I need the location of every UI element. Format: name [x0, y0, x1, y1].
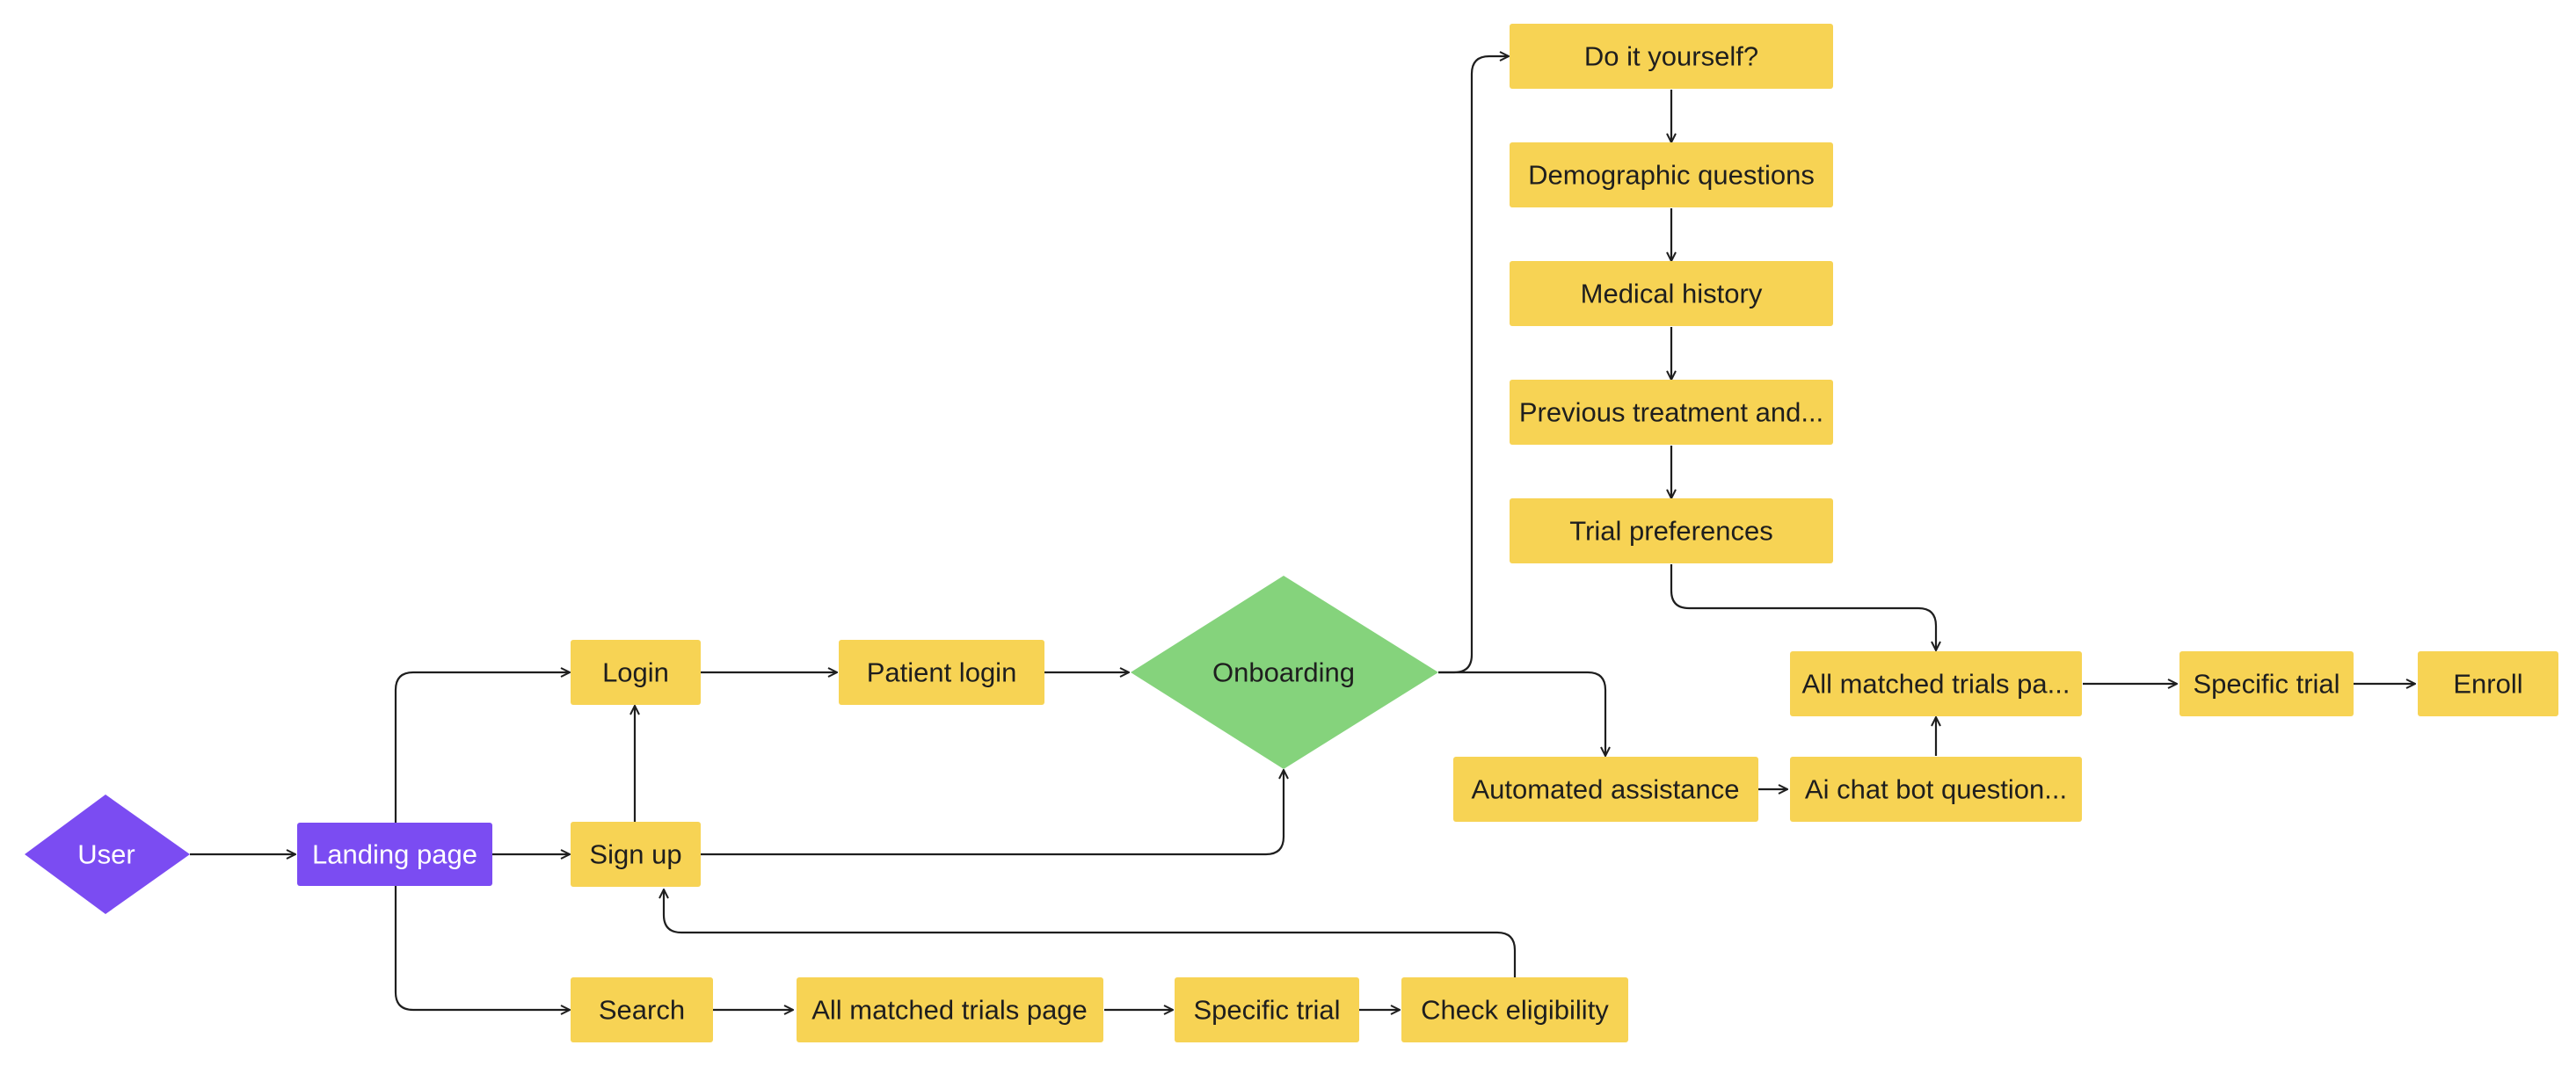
node-enroll[interactable]: Enroll	[2418, 651, 2558, 716]
node-check-eligibility[interactable]: Check eligibility	[1401, 977, 1628, 1042]
node-all-matched-trials-page-label: All matched trials page	[811, 995, 1088, 1026]
edge-landing-login	[394, 672, 570, 823]
node-search-label: Search	[599, 995, 685, 1026]
node-specific-trial-bottom-label: Specific trial	[1193, 995, 1340, 1026]
edge-trial-pref-all-matched	[1670, 564, 1936, 650]
node-medical-history-label: Medical history	[1581, 279, 1763, 309]
node-login-label: Login	[602, 657, 669, 688]
node-enroll-label: Enroll	[2453, 669, 2522, 700]
edge-landing-search	[394, 886, 570, 1010]
node-user[interactable]: User	[25, 795, 190, 914]
node-check-eligibility-label: Check eligibility	[1421, 995, 1609, 1026]
node-login[interactable]: Login	[571, 640, 701, 705]
node-do-it-yourself-label: Do it yourself?	[1584, 41, 1758, 72]
node-do-it-yourself[interactable]: Do it yourself?	[1510, 24, 1833, 89]
node-landing-page-label: Landing page	[312, 839, 477, 870]
node-specific-trial-right[interactable]: Specific trial	[2179, 651, 2354, 716]
node-patient-login[interactable]: Patient login	[839, 640, 1044, 705]
node-all-matched-trials-right-label: All matched trials pa...	[1802, 669, 2070, 700]
edge-check-eligibility-signup	[664, 889, 1517, 977]
node-previous-treatment-label: Previous treatment and...	[1519, 397, 1823, 428]
node-medical-history[interactable]: Medical history	[1510, 261, 1833, 326]
node-specific-trial-right-label: Specific trial	[2193, 669, 2340, 700]
node-user-label: User	[77, 839, 135, 870]
node-patient-login-label: Patient login	[867, 657, 1017, 688]
node-sign-up[interactable]: Sign up	[571, 822, 701, 887]
node-previous-treatment[interactable]: Previous treatment and...	[1510, 380, 1833, 445]
connectors	[190, 56, 2415, 1010]
node-automated-assistance-label: Automated assistance	[1471, 774, 1739, 805]
edge-onboarding-automated-assistance	[1438, 671, 1605, 756]
edge-onboarding-do-it-yourself	[1438, 56, 1509, 674]
node-demographic-questions-label: Demographic questions	[1528, 160, 1815, 191]
node-onboarding-label: Onboarding	[1212, 657, 1355, 688]
node-ai-chat-bot-label: Ai chat bot question...	[1805, 774, 2067, 805]
node-specific-trial-bottom[interactable]: Specific trial	[1175, 977, 1359, 1042]
node-trial-preferences[interactable]: Trial preferences	[1510, 498, 1833, 563]
node-trial-preferences-label: Trial preferences	[1569, 516, 1772, 547]
node-landing-page[interactable]: Landing page	[297, 823, 492, 886]
edge-signup-onboarding	[701, 770, 1284, 856]
node-all-matched-trials-right[interactable]: All matched trials pa...	[1790, 651, 2082, 716]
node-search[interactable]: Search	[571, 977, 713, 1042]
node-automated-assistance[interactable]: Automated assistance	[1453, 757, 1758, 822]
node-onboarding[interactable]: Onboarding	[1131, 576, 1438, 769]
node-ai-chat-bot[interactable]: Ai chat bot question...	[1790, 757, 2082, 822]
node-all-matched-trials-page[interactable]: All matched trials page	[797, 977, 1103, 1042]
node-demographic-questions[interactable]: Demographic questions	[1510, 142, 1833, 207]
node-sign-up-label: Sign up	[589, 839, 681, 870]
